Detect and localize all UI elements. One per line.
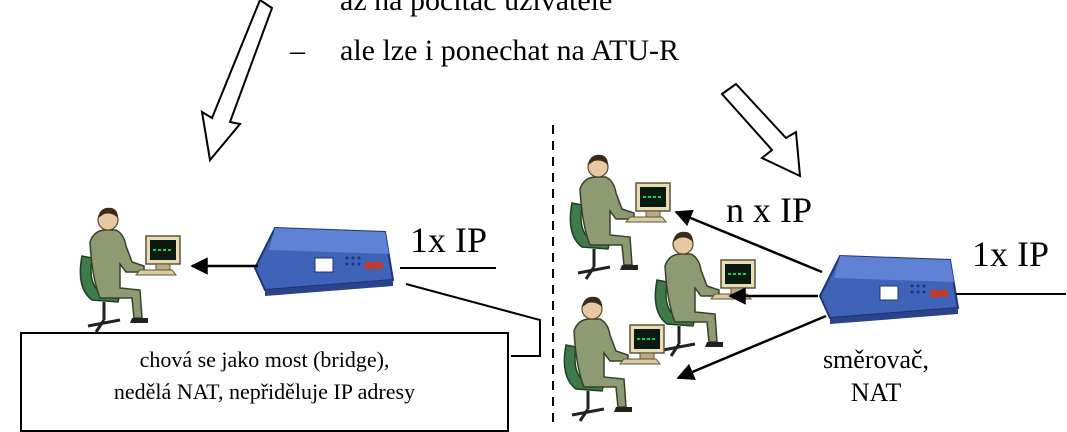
- callout-connector: [405, 283, 541, 357]
- user-computer-icon: [78, 206, 182, 334]
- router-label-line-2: NAT: [850, 377, 902, 407]
- ip-label-middle: n x IP: [726, 190, 813, 230]
- lan-user-3-icon: [562, 295, 666, 423]
- lan-user-2-icon: [653, 230, 757, 358]
- router-label: směrovač, NAT: [815, 344, 937, 409]
- ip-label-right: 1x IP: [972, 234, 1050, 274]
- hollow-arrow-right: [720, 82, 802, 178]
- bridge-note-line-1: chová se jako most (bridge),: [139, 347, 390, 372]
- lan-user-1-icon: [568, 153, 672, 281]
- bullet-dash: –: [290, 34, 305, 67]
- top-text-line-2: – ale lze i ponechat na ATU-R: [290, 36, 679, 66]
- adsl-modem-bridge: [254, 227, 394, 297]
- hollow-arrow-left: [200, 0, 274, 163]
- router-label-line-1: směrovač,: [822, 345, 930, 374]
- top-text-line-1: až na počítač uživatele: [340, 0, 613, 17]
- ip-label-left: 1x IP: [410, 220, 488, 260]
- arrow-router-to-user-3: [676, 314, 827, 380]
- bridge-note-box: chová se jako most (bridge), nedělá NAT,…: [20, 332, 509, 432]
- top-text-line-2-body: ale lze i ponechat na ATU-R: [340, 34, 680, 67]
- bridge-note-line-2: nedělá NAT, nepřiděluje IP adresy: [113, 378, 416, 404]
- adsl-router-nat: [819, 255, 959, 325]
- arrow-router-to-user-1: [674, 209, 823, 274]
